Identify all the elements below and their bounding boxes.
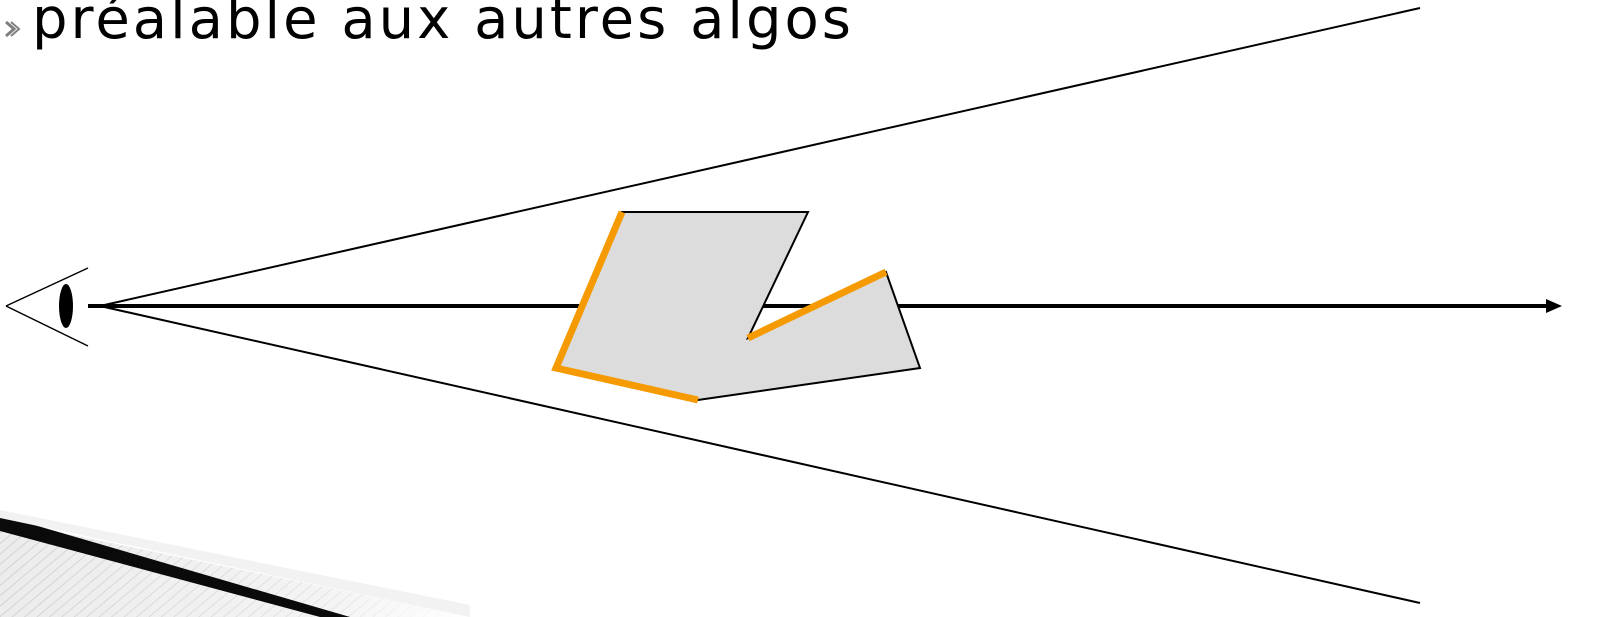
bullet-text: préalable aux autres algos <box>32 0 854 52</box>
visible-edge-left <box>551 210 699 404</box>
corner-light-stripe <box>0 510 470 617</box>
corner-decoration <box>0 510 470 617</box>
eye-icon <box>5 267 89 347</box>
corner-fade <box>0 520 470 617</box>
bullet-item: préalable aux autres algos <box>0 0 854 60</box>
view-axis-arrowhead <box>1546 299 1562 313</box>
frustum-top-line <box>99 7 1421 307</box>
visible-edge-notch <box>746 268 888 342</box>
frustum-bottom-line <box>99 305 1421 604</box>
chevron-right-icon <box>5 20 21 38</box>
corner-dark-stripe <box>0 515 350 617</box>
